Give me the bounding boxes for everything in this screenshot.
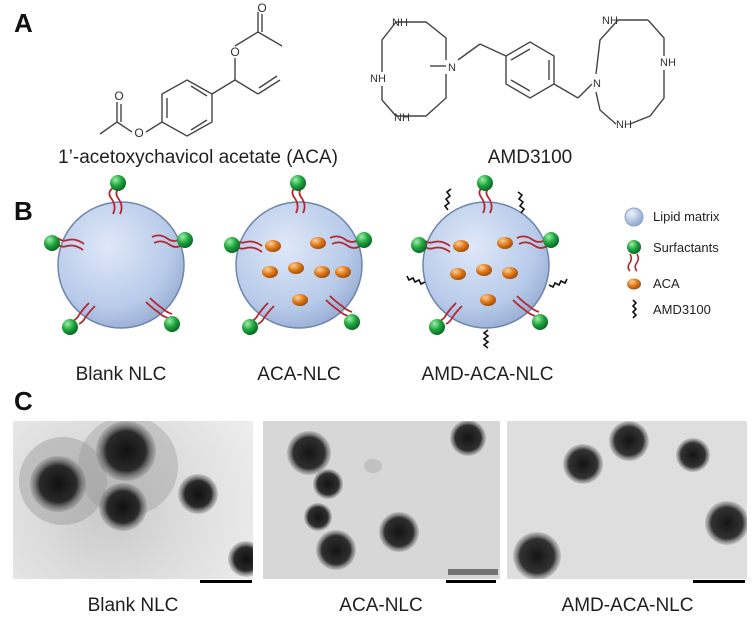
amd-aca-nlc-caption: AMD-ACA-NLC	[421, 364, 554, 385]
nanoparticle-blob	[450, 421, 486, 456]
aca-drug	[288, 262, 304, 274]
surfactant-head	[356, 232, 372, 248]
aca-drug	[310, 237, 326, 249]
aca-oxygen-label-1: O	[230, 45, 239, 59]
blank-nlc-caption: Blank NLC	[75, 364, 167, 385]
scale-bar-blank-nlc	[200, 580, 252, 583]
nanoparticle-blob	[96, 421, 156, 481]
nanoparticle-blob	[99, 483, 147, 531]
nanoparticle-blob	[228, 541, 253, 577]
tem-image-amd-aca-nlc	[507, 421, 747, 579]
aca-molecule	[99, 12, 283, 137]
surfactant-icon	[627, 240, 641, 272]
panel-letter-a: A	[14, 8, 33, 38]
lipid-sphere-icon	[624, 207, 644, 227]
amd3100-ligand	[517, 191, 526, 214]
tem-blank-nlc-caption: Blank NLC	[87, 595, 179, 616]
nanoparticle-blob	[304, 503, 332, 531]
amd3100-ligand	[406, 275, 426, 286]
aca-drug	[502, 267, 518, 279]
panel-letter-c: C	[14, 386, 33, 416]
amd3100-molecule	[381, 19, 665, 125]
amd-amine-label: NH	[394, 112, 410, 124]
amd-amine-label: NH	[370, 73, 386, 85]
surfactant-head	[177, 232, 193, 248]
tem-image-aca-nlc	[263, 421, 500, 579]
amd3100-molecule-caption: AMD3100	[487, 147, 573, 168]
surfactant-head	[344, 314, 360, 330]
surfactant-head	[110, 175, 126, 191]
scale-bar-aca-nlc	[446, 580, 496, 583]
blank-nlc-particle	[44, 175, 193, 335]
surfactant-head	[164, 316, 180, 332]
nanoparticle-blob	[379, 512, 419, 552]
nanoparticle-blob	[30, 456, 86, 512]
aca-drug	[265, 240, 281, 252]
aca-drug	[335, 266, 351, 278]
aca-drug	[450, 268, 466, 280]
surfactant-head	[224, 237, 240, 253]
aca-oxygen-label-2: O	[257, 1, 266, 15]
surfactant-head	[411, 237, 427, 253]
aca-drug	[314, 266, 330, 278]
legend-label-surfactants: Surfactants	[653, 240, 719, 255]
surfactant-head	[290, 175, 306, 191]
aca-oxygen-label-3: O	[134, 126, 143, 140]
aca-benzene-ring	[161, 79, 213, 137]
aca-drug	[480, 294, 496, 306]
amd3100-ligand	[482, 329, 490, 349]
amd-aca-nlc-particle	[406, 175, 568, 349]
surfactant-head	[44, 235, 60, 251]
legend-label-aca: ACA	[653, 276, 680, 291]
aca-drug	[262, 266, 278, 278]
amd-nitrogen-label: N	[593, 78, 601, 90]
amd-amine-label: NH	[660, 57, 676, 69]
scale-bar-amd-aca-nlc	[693, 580, 745, 583]
aca-drug	[453, 240, 469, 252]
aca-drug	[497, 237, 513, 249]
aca-oxygen-label-4: O	[114, 89, 123, 103]
nanoparticle-blob	[676, 438, 710, 472]
nanoparticle-blob	[313, 469, 343, 499]
legend-label-amd3100: AMD3100	[653, 302, 711, 317]
tem-amd-aca-nlc-caption: AMD-ACA-NLC	[561, 595, 694, 616]
nanoparticle-blob	[316, 530, 356, 570]
amd3100-ligand	[443, 188, 452, 211]
surfactant-head	[477, 175, 493, 191]
nanoparticle-blob	[287, 431, 331, 475]
aca-nlc-particle	[224, 175, 372, 335]
surfactant-head	[429, 319, 445, 335]
aca-nlc-caption: ACA-NLC	[257, 364, 341, 385]
amd-amine-label: NH	[602, 15, 618, 27]
amd-amine-label: NH	[616, 119, 632, 131]
surfactant-head	[62, 319, 78, 335]
nanoparticle-blob	[178, 474, 218, 514]
aca-drug	[292, 294, 308, 306]
surfactant-head	[242, 319, 258, 335]
tem-image-blank-nlc	[13, 421, 253, 579]
aca-molecule-caption: 1’-acetoxychavicol acetate (ACA)	[58, 147, 338, 168]
amd-nitrogen-label: N	[448, 62, 456, 74]
panel-letter-b: B	[14, 196, 33, 226]
amd3100-ligand	[548, 278, 568, 289]
aca-drug	[476, 264, 492, 276]
amd3100-ligand-icon	[631, 299, 638, 319]
nanoparticle-blob	[705, 501, 747, 545]
surfactant-head	[543, 232, 559, 248]
nanoparticle-blob	[563, 444, 603, 484]
legend-label-lipid-matrix: Lipid matrix	[653, 209, 720, 224]
aca-drug-icon	[627, 278, 641, 290]
surfactant-head	[532, 314, 548, 330]
amd-amine-label: NH	[392, 17, 408, 29]
nanoparticle-blob	[513, 532, 561, 579]
tem-aca-nlc-caption: ACA-NLC	[339, 595, 423, 616]
nanoparticle-blob	[609, 421, 649, 461]
